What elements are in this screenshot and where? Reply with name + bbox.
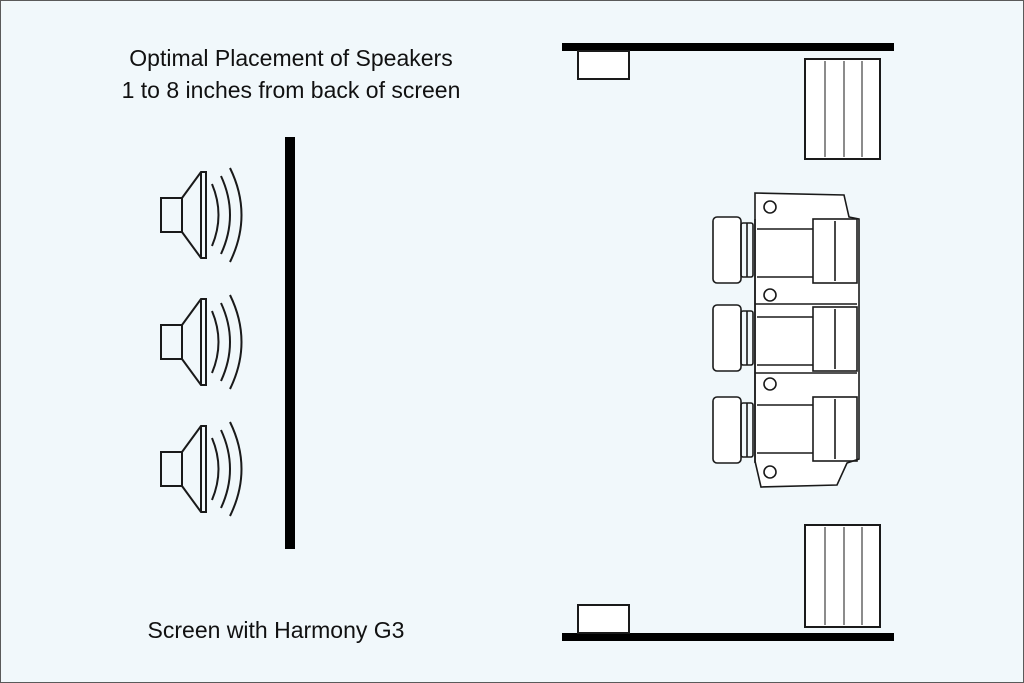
side-table-top xyxy=(577,50,630,80)
diagram-title: Optimal Placement of Speakers xyxy=(129,45,453,71)
shelf-unit-bottom xyxy=(804,524,881,628)
diagram-subtitle: 1 to 8 inches from back of screen xyxy=(121,77,461,103)
room-wall-bottom xyxy=(562,633,894,641)
speaker-top-icon xyxy=(160,167,243,263)
theater-seat-row xyxy=(712,192,860,488)
room-wall-top xyxy=(562,43,894,51)
shelf-unit-top xyxy=(804,58,881,160)
side-table-bottom xyxy=(577,604,630,634)
screen-caption: Screen with Harmony G3 xyxy=(147,617,405,643)
projection-screen xyxy=(285,137,295,549)
speaker-bottom-icon xyxy=(160,421,243,517)
speaker-middle-icon xyxy=(160,294,243,390)
